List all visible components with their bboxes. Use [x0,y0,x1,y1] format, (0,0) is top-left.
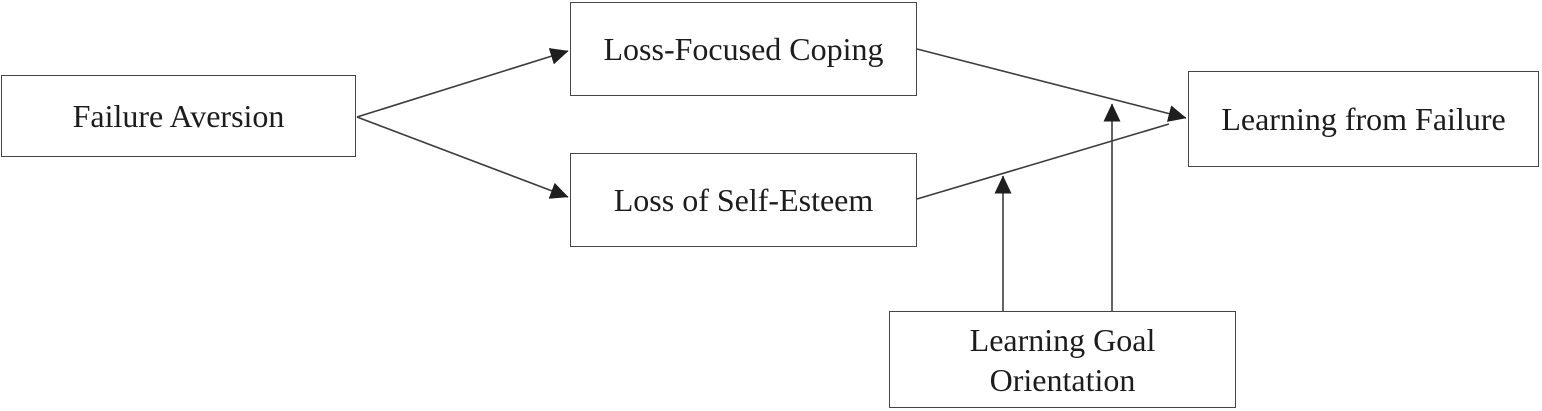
edge-loss-focused-coping-to-learning-from-failure [916,48,1187,122]
node-learning-goal-orientation: Learning Goal Orientation [889,311,1236,408]
node-loss-focused-coping: Loss-Focused Coping [570,2,917,96]
node-learning-from-failure-label: Learning from Failure [1221,101,1506,137]
node-learning-from-failure: Learning from Failure [1188,71,1539,167]
node-loss-focused-coping-label: Loss-Focused Coping [603,31,884,67]
edge-failure-aversion-to-loss-of-self-esteem [356,116,569,199]
node-failure-aversion: Failure Aversion [1,75,356,157]
edges-group [356,48,1187,311]
node-loss-of-self-esteem-label: Loss of Self-Esteem [613,182,874,218]
node-learning-goal-orientation-label-line1: Learning Goal [969,321,1156,358]
node-failure-aversion-label: Failure Aversion [72,98,285,134]
edge-loss-of-self-esteem-to-learning-from-failure [916,123,1170,200]
node-loss-of-self-esteem: Loss of Self-Esteem [570,153,917,247]
edge-failure-aversion-to-loss-focused-coping [356,48,569,118]
node-learning-goal-orientation-label-line2: Orientation [989,361,1136,398]
